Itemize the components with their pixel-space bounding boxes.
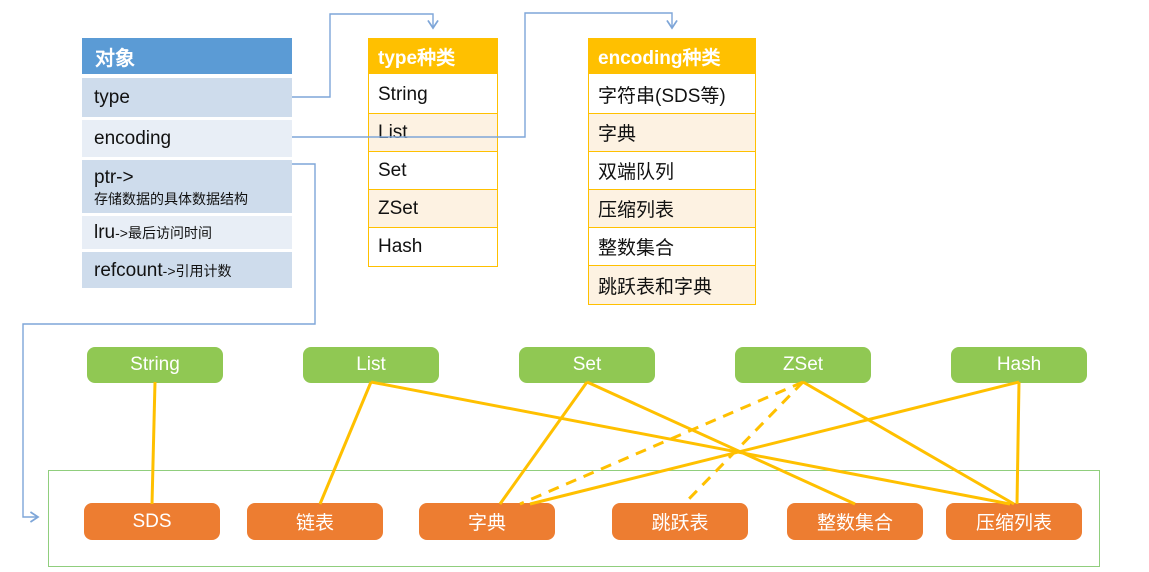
type-kinds-row-set: Set <box>369 152 497 190</box>
type-kinds-table: type种类 String List Set ZSet Hash <box>368 38 498 267</box>
type-kinds-row-hash: Hash <box>369 228 497 266</box>
type-kinds-table-header: type种类 <box>369 39 497 76</box>
type-node-list: List <box>303 347 439 383</box>
encoding-node-dict-label: 字典 <box>467 513 506 534</box>
type-kinds-row-string: String <box>369 76 497 114</box>
type-node-set-label: Set <box>572 354 602 375</box>
encoding-kinds-row-dict: 字典 <box>589 114 755 152</box>
object-row-encoding-label: encoding <box>94 128 172 150</box>
object-row-ptr: ptr-> 存储数据的具体数据结构 <box>82 160 292 213</box>
object-row-ptr-note: 存储数据的具体数据结构 <box>94 190 248 207</box>
encoding-node-linked-list-label: 链表 <box>295 513 334 534</box>
encoding-kinds-row-sds: 字符串(SDS等) <box>589 76 755 114</box>
object-row-refcount: refcount->引用计数 <box>82 252 292 288</box>
encoding-kinds-row-deque: 双端队列 <box>589 152 755 190</box>
type-node-set: Set <box>519 347 655 383</box>
encoding-node-skiplist: 跳跃表 <box>612 503 748 540</box>
type-node-list-label: List <box>356 354 386 375</box>
encoding-node-intset-label: 整数集合 <box>816 513 893 534</box>
encoding-kinds-row-ziplist: 压缩列表 <box>589 190 755 228</box>
object-row-lru-label: lru <box>94 222 116 244</box>
object-row-type: type <box>82 78 292 117</box>
object-row-lru: lru->最后访问时间 <box>82 216 292 249</box>
type-kinds-row-list: List <box>369 114 497 152</box>
encoding-node-dict: 字典 <box>419 503 555 540</box>
object-row-refcount-label: refcount <box>94 259 163 281</box>
encoding-node-ziplist: 压缩列表 <box>946 503 1082 540</box>
object-row-ptr-label: ptr-> <box>94 167 134 188</box>
object-row-refcount-note: ->引用计数 <box>162 262 232 279</box>
type-node-hash: Hash <box>951 347 1087 383</box>
encoding-node-sds: SDS <box>84 503 220 540</box>
encoding-node-ziplist-label: 压缩列表 <box>975 513 1052 534</box>
object-table: 对象 type encoding ptr-> 存储数据的具体数据结构 lru->最… <box>82 38 292 288</box>
encoding-kinds-row-skiplist-dict: 跳跃表和字典 <box>589 266 755 304</box>
encoding-kinds-row-intset: 整数集合 <box>589 228 755 266</box>
type-node-zset-label: ZSet <box>782 354 824 375</box>
type-node-string: String <box>87 347 223 383</box>
encoding-node-intset: 整数集合 <box>787 503 923 540</box>
encoding-node-linked-list: 链表 <box>247 503 383 540</box>
type-node-zset: ZSet <box>735 347 871 383</box>
encoding-node-sds-label: SDS <box>132 510 172 532</box>
type-kinds-row-zset: ZSet <box>369 190 497 228</box>
encoding-kinds-table: encoding种类 字符串(SDS等) 字典 双端队列 压缩列表 整数集合 跳… <box>588 38 756 305</box>
encoding-kinds-table-header: encoding种类 <box>589 39 755 76</box>
object-row-lru-note: ->最后访问时间 <box>115 225 212 242</box>
type-node-hash-label: Hash <box>996 354 1042 375</box>
object-row-encoding: encoding <box>82 120 292 157</box>
type-node-string-label: String <box>130 354 180 375</box>
object-row-type-label: type <box>94 87 130 109</box>
object-table-header: 对象 <box>82 38 292 74</box>
encoding-node-skiplist-label: 跳跃表 <box>651 513 709 534</box>
